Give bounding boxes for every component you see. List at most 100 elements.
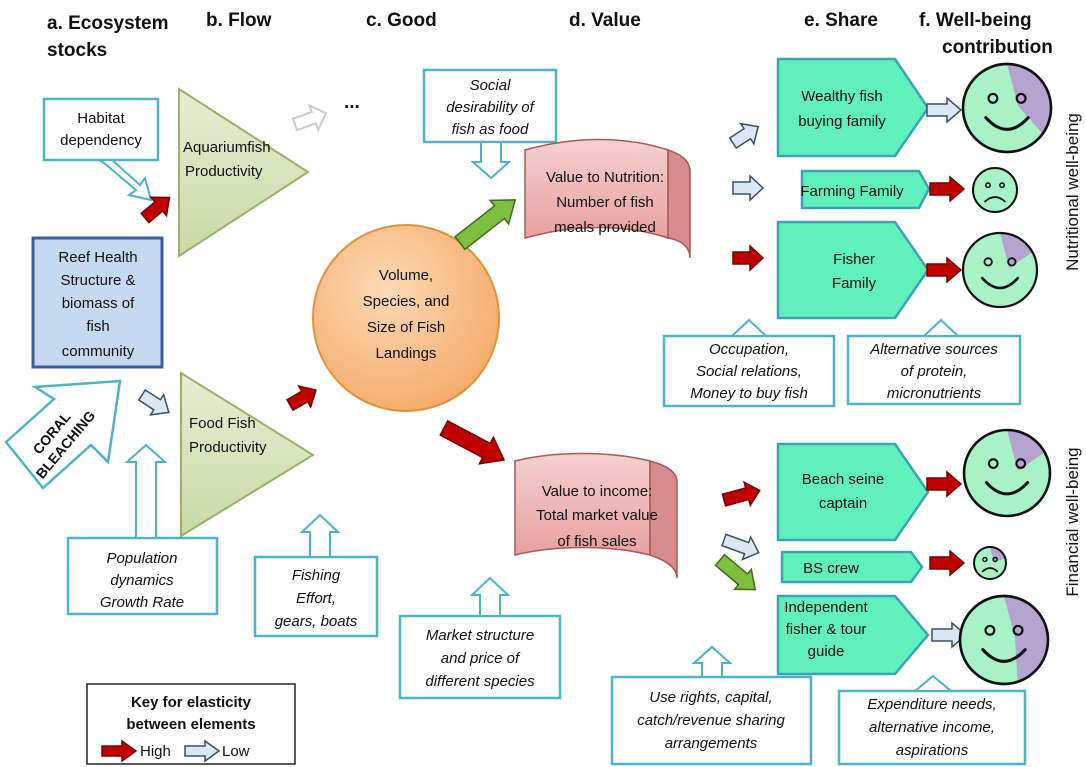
face-independent-right-eye xyxy=(1012,624,1024,636)
header-value: d. Value xyxy=(569,10,641,31)
wealthy-line1: Wealthy fish xyxy=(801,88,882,105)
social-line3: fish as food xyxy=(452,121,529,138)
elasticity-arrows xyxy=(137,96,968,649)
reef-health-line5: community xyxy=(62,343,135,360)
expenditure-box: Expenditure needs, alternative income, a… xyxy=(837,689,1027,766)
face-wealthy-mouth xyxy=(984,116,1030,131)
reef-health-line4: fish xyxy=(86,318,109,335)
face-fisher-mouth xyxy=(980,276,1020,290)
face-fisher-outline xyxy=(961,231,1039,309)
value-nutrition-banner: Value to Nutrition: Number of fish meals… xyxy=(524,138,691,259)
share-bs-crew: BS crew xyxy=(780,550,924,584)
face-beach_seine-mouth xyxy=(984,480,1030,496)
occupation-up-arrow xyxy=(729,318,769,337)
alternative-line3: micronutrients xyxy=(887,385,982,402)
face-independent-shade xyxy=(1004,596,1048,682)
occupation-box: Occupation, Social relations, Money to b… xyxy=(662,334,836,408)
beach-seine-line2: captain xyxy=(819,495,867,512)
face-fisher-left-eye xyxy=(983,257,993,267)
key-low-arrow xyxy=(184,739,221,763)
arrow-high-reef-aquarium xyxy=(140,196,171,224)
face-farming-left-eye xyxy=(985,182,991,189)
arrow-high-landings-income xyxy=(439,419,506,465)
habitat-low-arrow xyxy=(95,159,153,202)
nutrition-line1: Value to Nutrition: xyxy=(546,169,664,186)
fish-landings-circle: Volume, Species, and Size of Fish Landin… xyxy=(312,224,500,412)
key-high-arrow xyxy=(101,739,138,763)
social-desirability-box: Social desirability of fish as food xyxy=(422,68,558,144)
fishing-line1: Fishing xyxy=(292,567,341,584)
face-wealthy-shade xyxy=(1007,64,1052,134)
use-rights-up-arrow xyxy=(691,645,733,678)
market-line1: Market structure xyxy=(426,627,534,644)
use-rights-box: Use rights, capital, catch/revenue shari… xyxy=(610,675,813,766)
wellbeing-faces xyxy=(958,62,1053,686)
face-beach_seine xyxy=(962,428,1052,518)
independent-line3: guide xyxy=(808,643,845,660)
arrow-high-farming-face xyxy=(929,175,966,203)
arrow-low-nutrition-wealthy xyxy=(728,122,760,150)
expenditure-up-arrow xyxy=(912,674,954,692)
use-rights-line1: Use rights, capital, xyxy=(649,689,772,706)
market-structure-box: Market structure and price of different … xyxy=(398,614,562,700)
expenditure-line2: alternative income, xyxy=(869,719,995,736)
face-beach_seine-right-eye xyxy=(1015,458,1027,469)
header-wellbeing-line2: contribution xyxy=(942,37,1053,58)
fishing-line2: Effort, xyxy=(296,590,336,607)
occupation-line2: Social relations, xyxy=(696,363,802,380)
income-line3: of fish sales xyxy=(557,533,636,550)
alternative-sources-box: Alternative sources of protein, micronut… xyxy=(846,334,1022,406)
fishing-up-arrow xyxy=(299,513,341,558)
occupation-line1: Occupation, xyxy=(709,341,789,358)
habitat-line1: Habitat xyxy=(77,110,125,127)
header-flow: b. Flow xyxy=(206,10,272,31)
alternative-up-arrow xyxy=(921,318,961,337)
occupation-line3: Money to buy fish xyxy=(690,385,808,402)
arrow-green-income-independent xyxy=(714,553,757,591)
social-line2: desirability of xyxy=(446,99,535,116)
reef-health-line2: Structure & xyxy=(60,272,135,289)
face-wealthy xyxy=(961,62,1053,154)
share-beach-seine-captain: Beach seine captain xyxy=(776,442,930,542)
face-beach_seine-outline xyxy=(962,428,1052,518)
reef-health-box: Reef Health Structure & biomass of fish … xyxy=(31,236,164,369)
share-farming-family: Farming Family xyxy=(800,169,931,210)
market-up-arrow xyxy=(469,576,511,617)
share-wealthy-family: Wealthy fish buying family xyxy=(776,57,930,158)
fisher-line2: Family xyxy=(832,275,877,292)
arrow-green-landings-nutrition xyxy=(454,199,517,251)
coral-bleaching-arrow: CORAL BLEACHING xyxy=(4,379,122,490)
header-share: e. Share xyxy=(804,10,878,31)
market-line3: different species xyxy=(425,673,535,690)
nutritional-wellbeing-label: Nutritional well-being xyxy=(1063,113,1082,271)
habitat-dependency-box: Habitat dependency xyxy=(42,97,160,162)
face-farming-mouth xyxy=(984,196,1006,203)
use-rights-line3: arrangements xyxy=(665,735,758,752)
face-fisher xyxy=(961,231,1039,309)
aquarium-line2: Productivity xyxy=(185,163,263,180)
arrow-high-foodfish-landings xyxy=(285,384,317,412)
landings-line1: Volume, xyxy=(379,267,433,284)
face-farming-outline xyxy=(972,167,1018,213)
expenditure-line1: Expenditure needs, xyxy=(867,696,996,713)
alternative-line2: of protein, xyxy=(901,363,968,380)
share-independent-fisher: Independent fisher & tour guide xyxy=(776,594,930,676)
food-fish-line2: Productivity xyxy=(189,439,267,456)
face-wealthy-outline xyxy=(961,62,1053,154)
header-stocks-line1: a. Ecosystem xyxy=(47,13,168,34)
face-farming xyxy=(972,167,1018,213)
market-line2: and price of xyxy=(441,650,521,667)
face-bs_crew xyxy=(973,546,1007,580)
arrow-low-nutrition-farming xyxy=(732,174,765,202)
alternative-line1: Alternative sources xyxy=(869,341,998,358)
food-fish-productivity-triangle: Food Fish Productivity xyxy=(180,371,315,538)
reef-health-line1: Reef Health xyxy=(58,249,137,266)
landings-line2: Species, and xyxy=(363,293,450,310)
independent-line2: fisher & tour xyxy=(786,621,867,638)
face-wealthy-right-eye xyxy=(1015,92,1027,104)
population-up-arrow xyxy=(124,443,168,539)
habitat-line2: dependency xyxy=(60,132,142,149)
share-fisher-family: Fisher Family xyxy=(776,220,930,320)
elasticity-key: Key for elasticity between elements High… xyxy=(86,683,296,765)
